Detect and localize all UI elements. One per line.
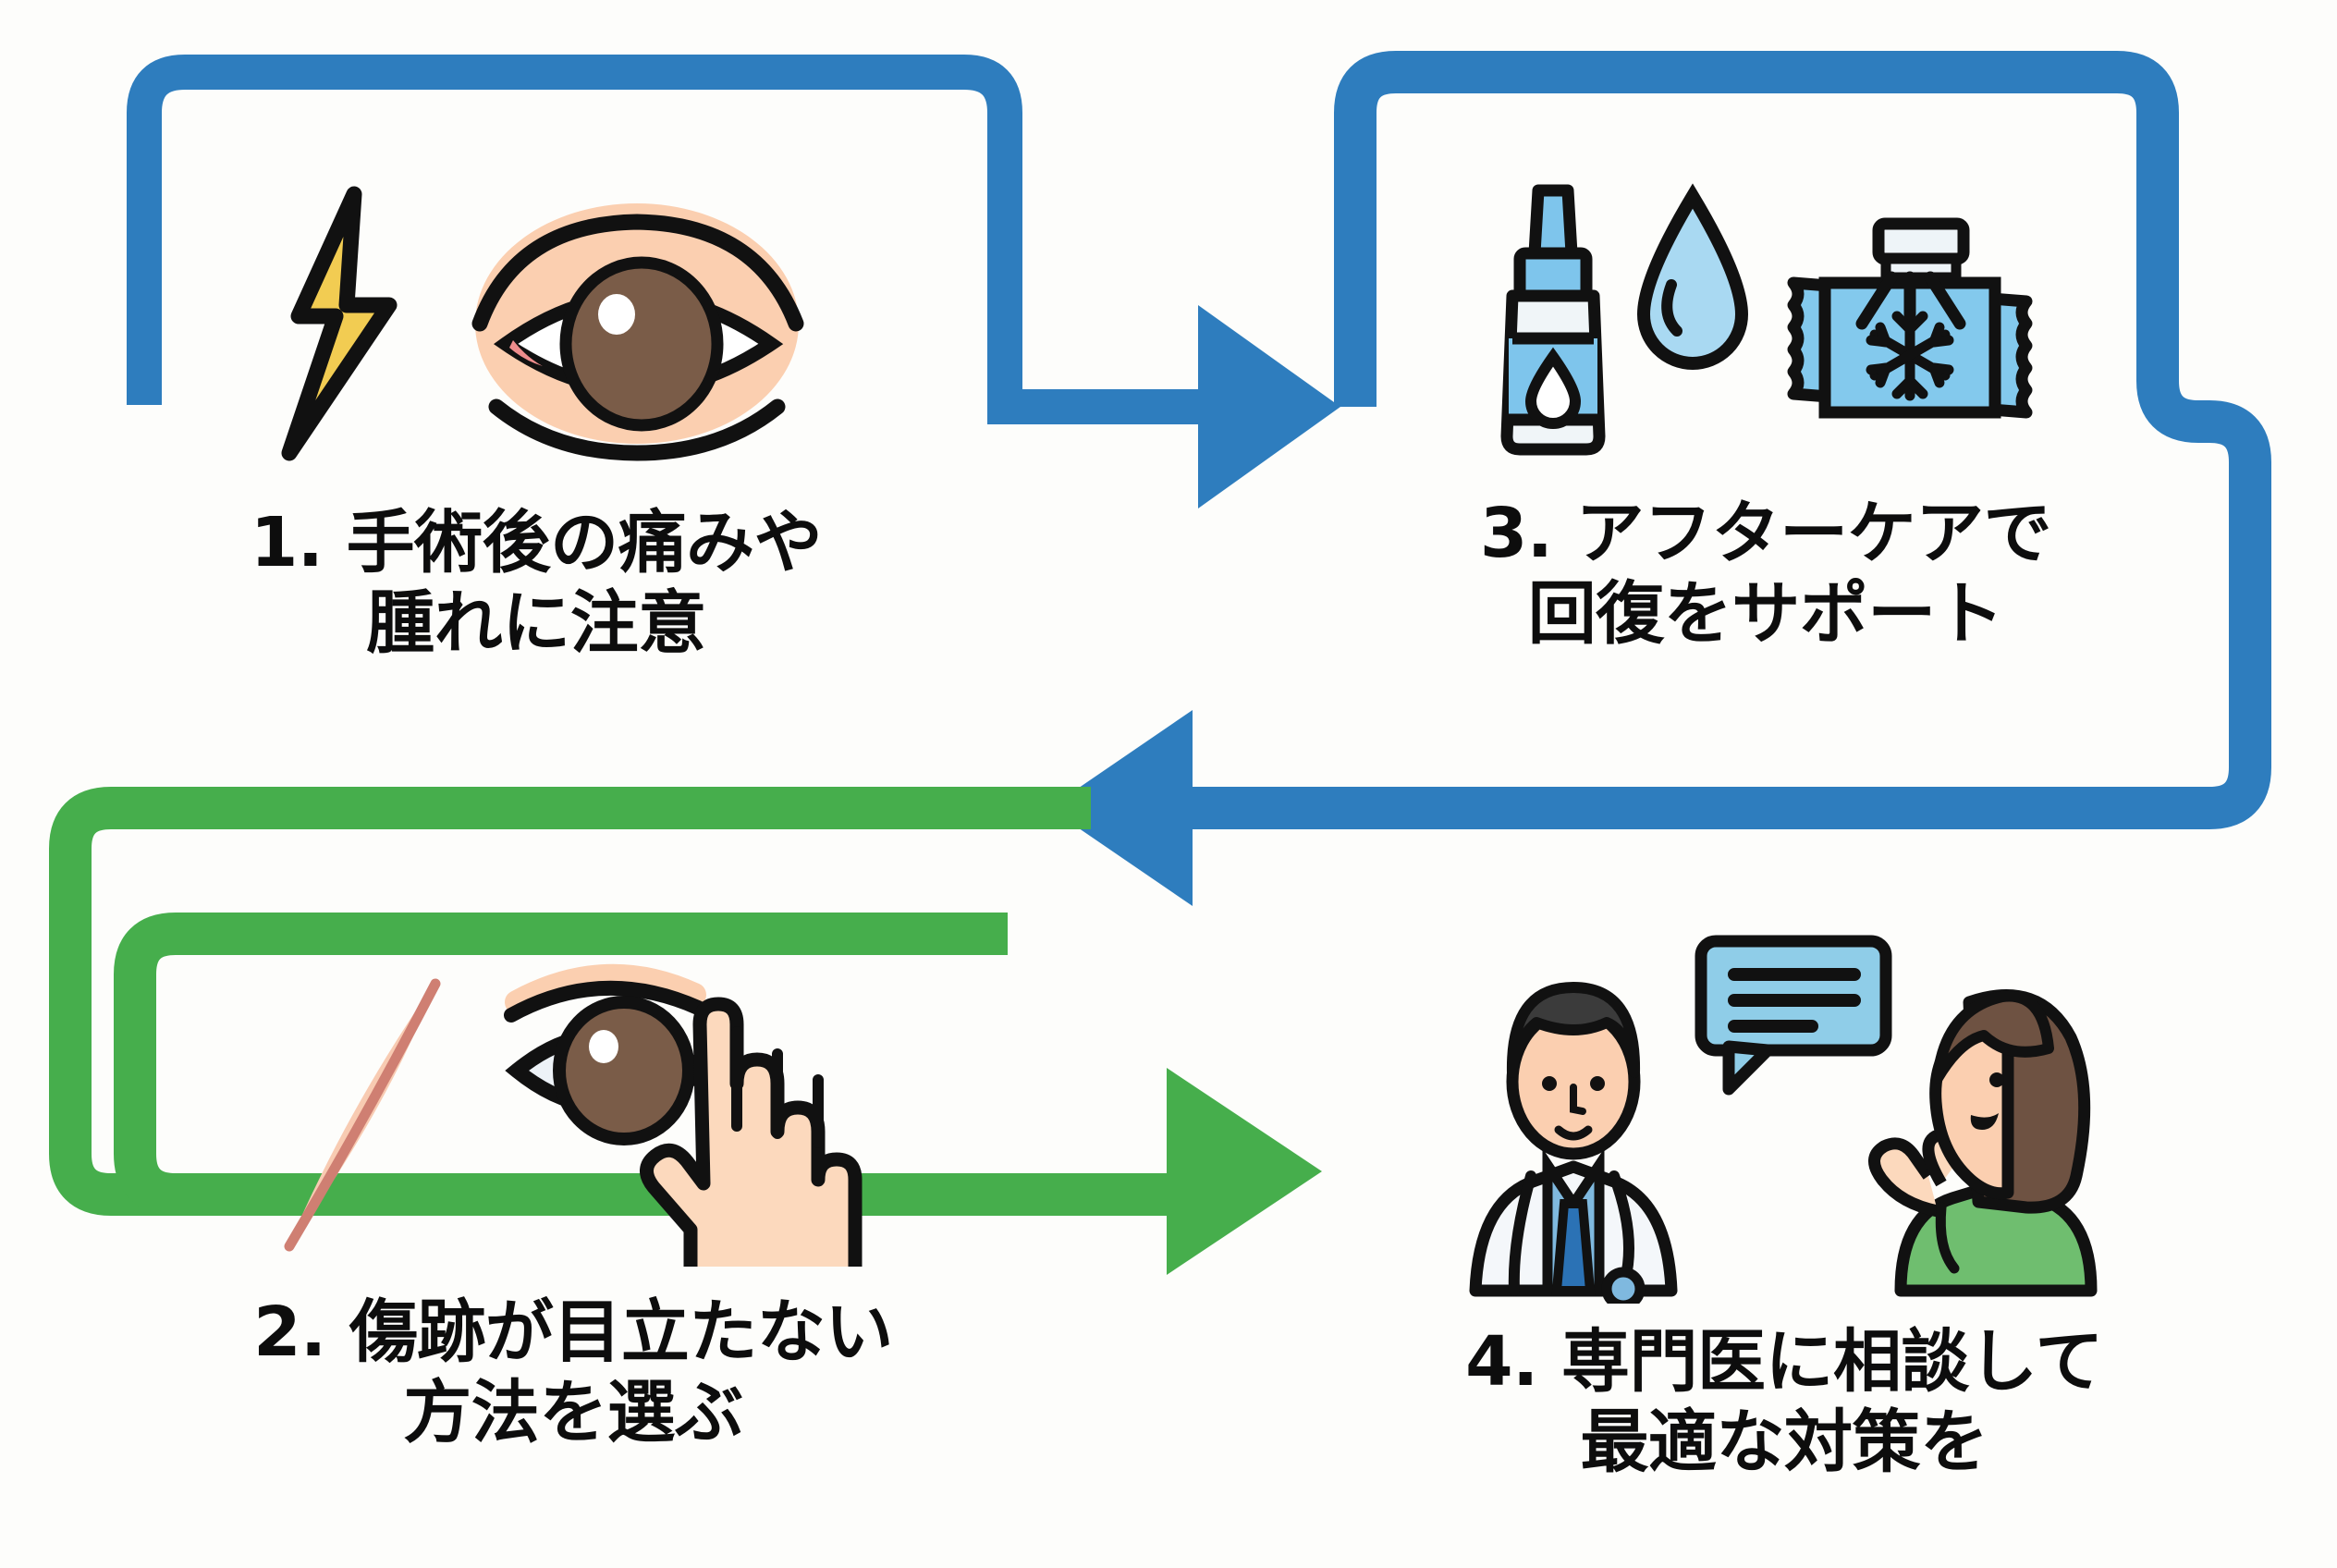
- step-2-block: 2. 傷跡が目立たない 方法を選ぶ: [157, 962, 989, 1452]
- eye-covered-by-hand-icon: [504, 963, 863, 1267]
- step-3-caption-line2: 回復をサポート: [1527, 573, 2004, 654]
- speech-bubble-icon: [1695, 935, 1892, 1096]
- step-1-icons: [251, 176, 822, 472]
- step-4-icons: [1424, 934, 2145, 1304]
- step-3-caption: 3. アフターケアで 回復をサポート: [1479, 494, 2052, 654]
- swollen-eye-icon: [471, 203, 804, 461]
- step-4-block: 4. 専門医に相談して 最適な対策を: [1368, 934, 2200, 1482]
- step-2-caption-line2: 方法を選ぶ: [403, 1372, 743, 1452]
- eye-drop-bottle-icon: [1500, 184, 1606, 456]
- step-4-caption-line1: 4. 専門医に相談して: [1465, 1322, 2103, 1402]
- step-2-caption-line1: 2. 傷跡が目立たない: [253, 1292, 893, 1372]
- step-2-caption: 2. 傷跡が目立たない 方法を選ぶ: [253, 1292, 893, 1452]
- arrow-step3-to-step2: [1049, 51, 2271, 906]
- patient-icon: [1868, 989, 2098, 1297]
- doctor-icon: [1469, 982, 1678, 1304]
- step-4-caption: 4. 専門医に相談して 最適な対策を: [1465, 1322, 2103, 1482]
- step-3-icons: [1483, 176, 2049, 462]
- lightning-bolt-icon: [281, 186, 398, 461]
- step-4-caption-line2: 最適な対策を: [1580, 1402, 1989, 1482]
- step-3-block: 3. アフターケアで 回復をサポート: [1387, 176, 2145, 654]
- step-1-block: 1. 手術後の痛みや 腫れに注意: [157, 176, 915, 663]
- step-1-caption-line2: 腫れに注意: [366, 582, 706, 663]
- arrow-step1-to-step3: [127, 55, 1340, 508]
- scar-mark-icon: [284, 978, 441, 1252]
- step-2-icons: [254, 962, 892, 1267]
- doctor-patient-consultation-icon: [1469, 935, 2098, 1304]
- arrow-step2-to-step4: [49, 787, 1322, 1275]
- water-droplet-icon: [1636, 183, 1749, 370]
- cold-pack-icon: [1787, 217, 2033, 419]
- step-3-caption-line1: 3. アフターケアで: [1479, 494, 2052, 573]
- step-1-caption: 1. 手術後の痛みや 腫れに注意: [250, 503, 823, 663]
- step-1-caption-line1: 1. 手術後の痛みや: [250, 503, 823, 582]
